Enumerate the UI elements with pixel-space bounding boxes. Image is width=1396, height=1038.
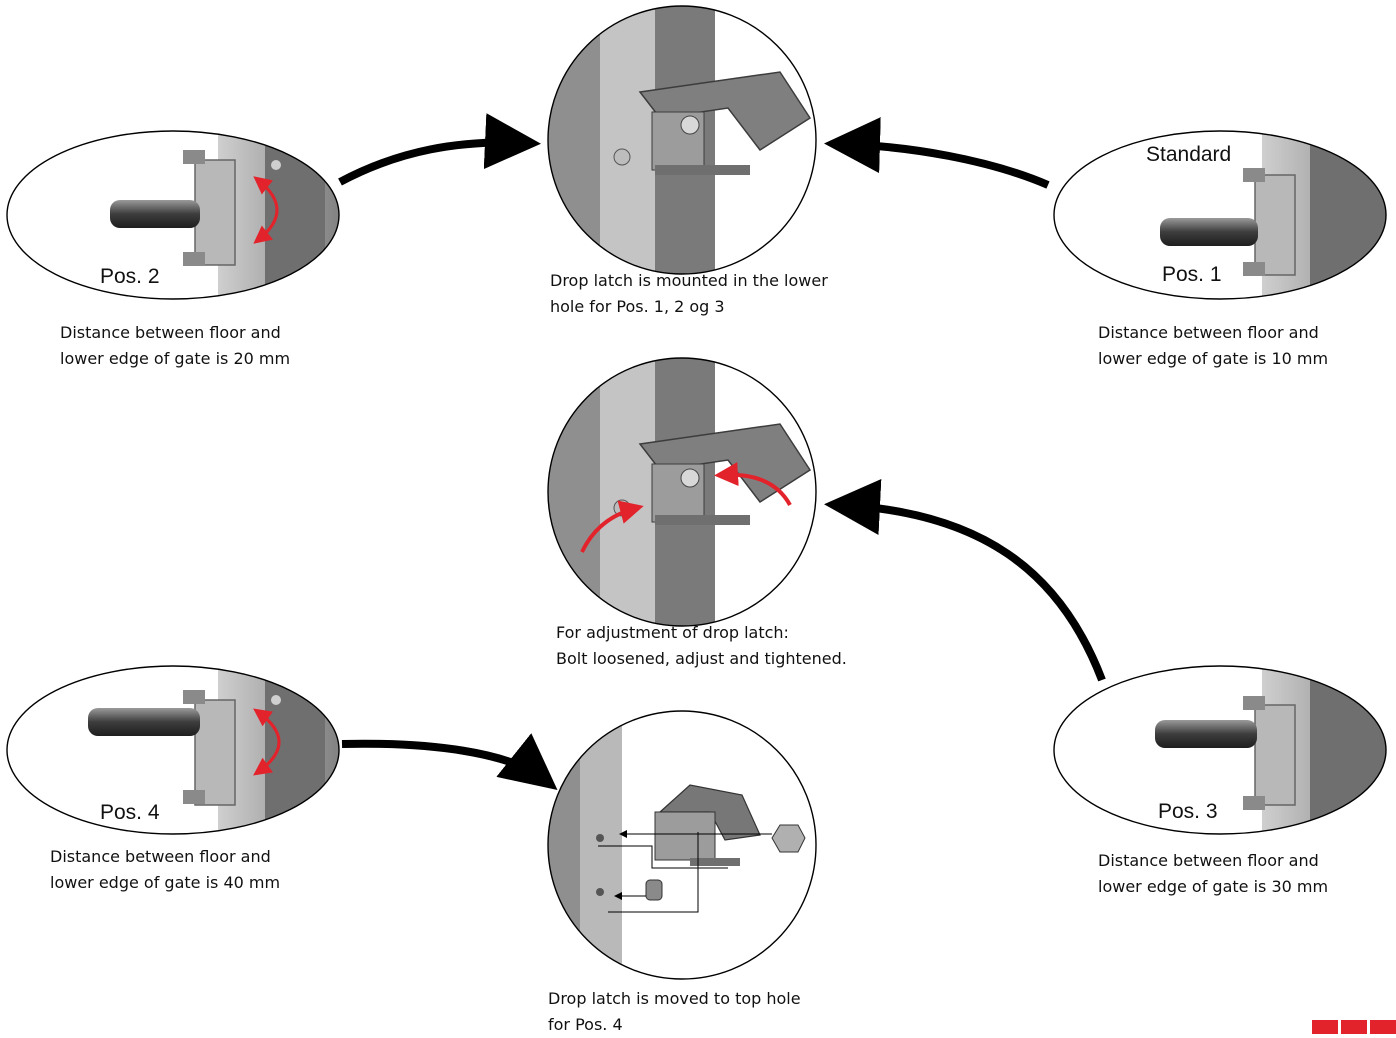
- pos4-callout: Pos. 4: [6, 665, 340, 835]
- lower-hole-caption: Drop latch is mounted in the lower hole …: [550, 271, 828, 316]
- pos3-label: Pos. 3: [1158, 800, 1218, 823]
- pos3-caption: Distance between floor and lower edge of…: [1098, 851, 1329, 896]
- pos1-caption: Distance between floor and lower edge of…: [1098, 323, 1329, 368]
- adjust-arrow-left-icon: [580, 500, 644, 553]
- pos3-callout: Pos. 3: [1053, 665, 1387, 835]
- adjust-arrow-right-icon: [714, 462, 792, 506]
- arrow-pos1-to-detail-icon: [824, 117, 1050, 189]
- pos2-caption: Distance between floor and lower edge of…: [60, 323, 291, 368]
- top-hole-caption: Drop latch is moved to top hole for Pos.…: [548, 989, 801, 1034]
- pos1-standard-badge: Standard: [1146, 143, 1231, 166]
- pos4-label: Pos. 4: [100, 801, 160, 824]
- arrow-pos3-to-adjust-icon: [824, 479, 1106, 682]
- pos1-callout: Standard Pos. 1: [1053, 130, 1387, 300]
- detail-top-hole: [547, 710, 817, 980]
- pos4-caption: Distance between floor and lower edge of…: [50, 847, 281, 892]
- pos2-callout: Pos. 2: [6, 130, 340, 300]
- detail-lower-hole: [547, 5, 817, 275]
- adjust-caption: For adjustment of drop latch: Bolt loose…: [556, 623, 847, 668]
- arrow-pos2-to-detail-icon: [338, 113, 541, 186]
- pos2-label: Pos. 2: [100, 265, 160, 288]
- brand-logo-icon: [1312, 1020, 1396, 1034]
- pos1-label: Pos. 1: [1162, 263, 1222, 286]
- arrow-pos4-to-detail-icon: [341, 733, 558, 790]
- detail-adjust: [547, 357, 817, 627]
